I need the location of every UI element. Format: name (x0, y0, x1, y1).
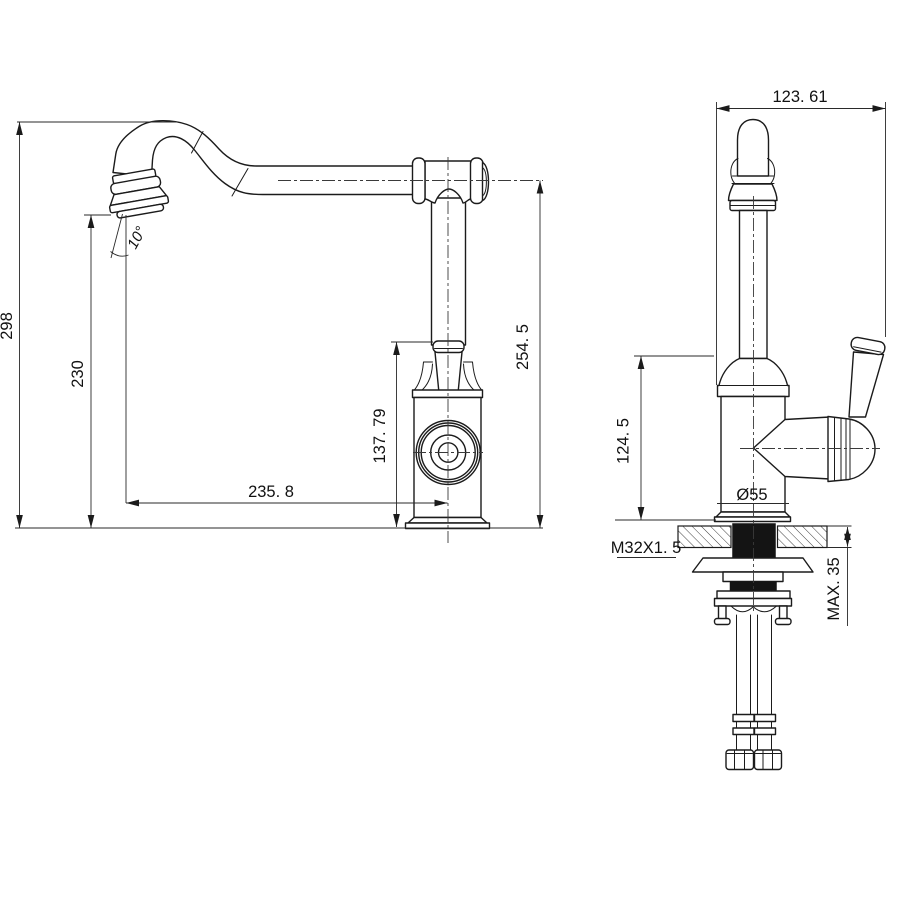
tee-end-cap-arc (482, 167, 487, 196)
base-flare (715, 511, 791, 518)
valve-cap-ridges (834, 417, 851, 482)
spout-joint-line (231, 168, 249, 197)
supply-hoses (732, 614, 777, 751)
faucet-column-pipe (430, 197, 467, 346)
dim-label-handle-top-height: 137. 79 (371, 408, 389, 463)
dim-label-body-height: 124. 5 (615, 418, 633, 464)
threaded-shank (732, 523, 776, 559)
right-view-front-elevation (677, 118, 886, 771)
valve-cap (827, 415, 876, 483)
dim-label-spout-reach: 235. 8 (248, 483, 294, 501)
lever-shaft (848, 351, 885, 418)
dim-label-mounting-thread: M32X1. 5 (611, 539, 682, 557)
dim-overall-height: 298 (0, 121, 178, 528)
dim-label-overall-height: 298 (0, 312, 16, 340)
handle-lever-cap (432, 340, 465, 354)
tee-end-cap (481, 161, 490, 202)
mounting-stud-left (717, 605, 727, 621)
dim-handle-top-height: 137. 79 (371, 341, 433, 527)
dim-base-diameter: Ø55 (717, 486, 789, 504)
spout-bell (727, 183, 778, 202)
body-top-rim (411, 389, 484, 399)
hose-connector-nuts (725, 749, 783, 771)
spout-end-dome (736, 118, 770, 177)
dim-spout-outlet-height: 230 (69, 214, 111, 528)
dim-max-deck-thickness: MAX. 35 (825, 525, 852, 626)
base-plinth (713, 516, 792, 523)
dim-label-max-deck-thickness: MAX. 35 (825, 557, 843, 620)
countertop-right (776, 525, 828, 549)
dim-mounting-thread: M32X1. 5 (611, 539, 682, 558)
dim-label-spout-outlet-height: 230 (69, 360, 87, 388)
mounting-plate (713, 597, 793, 607)
stud-foot-right (774, 617, 792, 626)
base-plinth (404, 522, 491, 530)
dimension-annotations: 298 230 10° 235. 8 137. 79 (0, 88, 886, 626)
mounting-flange (691, 557, 814, 573)
lever-cap (850, 336, 886, 356)
dim-label-front-width: 123. 61 (772, 88, 827, 106)
mounting-stud-right (778, 605, 788, 621)
base-flare (407, 516, 488, 524)
countertop-left (677, 525, 732, 549)
shank-bottom-arcs (730, 605, 777, 613)
dim-label-spout-axis-height: 254. 5 (514, 324, 532, 370)
left-view-side-elevation (108, 120, 543, 543)
spout-aerator (108, 168, 170, 219)
spout-joint-line (191, 131, 204, 154)
dim-label-base-diameter: Ø55 (736, 486, 767, 504)
dim-body-height: 124. 5 (615, 355, 716, 521)
flange-block (722, 571, 784, 583)
dim-spout-axis-height: 254. 5 (514, 180, 544, 528)
stud-foot-left (713, 617, 731, 626)
dim-front-width: 123. 61 (716, 88, 886, 385)
